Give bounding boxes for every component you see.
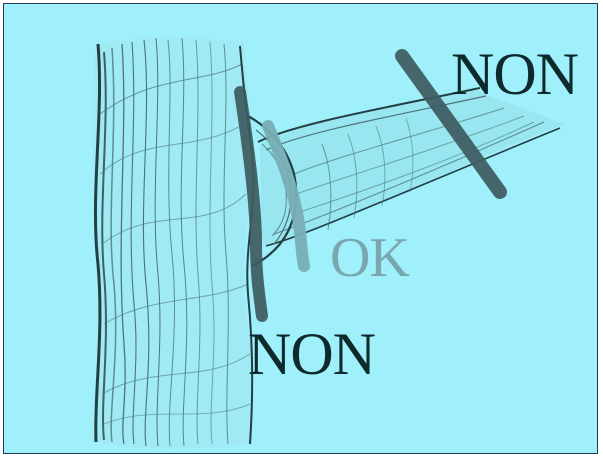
label-wrong-cut-flush: NON bbox=[248, 324, 375, 384]
label-wrong-cut-stub: NON bbox=[451, 44, 578, 104]
trunk bbox=[92, 37, 254, 448]
label-correct-cut: OK bbox=[330, 230, 409, 286]
pruning-diagram: NON OK NON bbox=[3, 3, 598, 454]
